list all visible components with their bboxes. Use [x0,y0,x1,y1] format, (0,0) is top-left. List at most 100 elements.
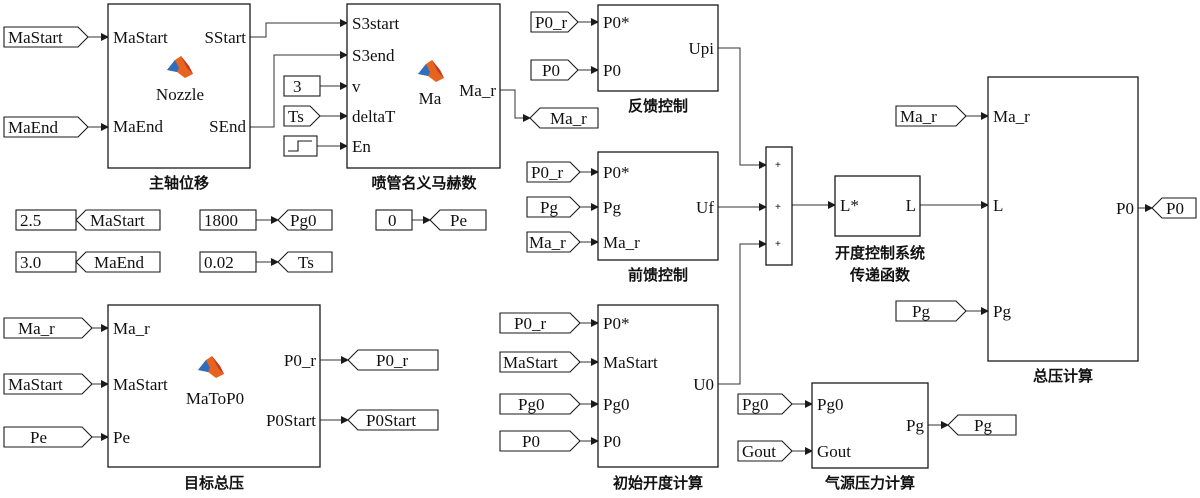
from-tag-ini-in1[interactable]: P0_r [499,312,581,334]
goto-tag-set3[interactable]: Pg0 [277,209,333,231]
sum-block[interactable]: + + + [765,146,793,266]
target-in3-label: Pe [113,428,130,447]
initial-title: 初始开度计算 [613,474,703,492]
from-tag-total-in1[interactable]: Ma_r [895,105,967,127]
svg-text:0: 0 [388,211,397,230]
svg-text:P0: P0 [522,432,540,451]
from-tag-gas-in1[interactable]: Pg0 [737,393,793,415]
goto-tag-target-out2[interactable]: P0Start [347,409,439,431]
goto-tag-gas-out[interactable]: Pg [947,414,1017,436]
from-tag-target-in2[interactable]: MaStart [3,373,93,395]
from-tag-ts[interactable]: Ts [283,105,321,127]
feedback-title: 反馈控制 [628,97,688,115]
mach-in5-label: En [352,137,371,156]
from-tag-ini-in4[interactable]: P0 [499,430,581,452]
goto-tag-set2[interactable]: MaEnd [75,251,161,273]
from-tag-total-in3[interactable]: Pg [895,300,967,322]
from-tag-ff-in2[interactable]: Pg [526,196,581,218]
from-tag-ini-in3[interactable]: Pg0 [499,393,581,415]
svg-text:P0: P0 [542,61,560,80]
total-in2-label: L [993,196,1003,215]
const-maStart[interactable]: 2.5 [15,209,77,231]
goto-tag-total-out[interactable]: P0 [1151,197,1197,219]
ini-in3-label: Pg0 [603,395,629,414]
mach-name: Ma [419,89,442,108]
goto-tag-mach-out[interactable]: Ma_r [529,107,599,129]
svg-text:MaStart: MaStart [8,375,63,394]
const-maEnd[interactable]: 3.0 [15,251,77,273]
svg-text:Pg0: Pg0 [290,211,316,230]
svg-text:Ts: Ts [298,253,314,272]
nozzle-title: 主轴位移 [149,174,209,192]
sum-sign3: + [775,239,781,250]
sum-sign1: + [775,160,781,171]
goto-tag-target-out1[interactable]: P0_r [347,349,439,371]
svg-text:Pg: Pg [974,416,992,435]
svg-text:P0: P0 [1166,199,1184,218]
feedback-block[interactable]: P0* P0 Upi 反馈控制 [597,4,719,115]
from-tag-gas-in2[interactable]: Gout [737,440,793,462]
gas-title: 气源压力计算 [824,474,915,492]
total-in3-label: Pg [993,302,1011,321]
svg-text:Pe: Pe [30,428,47,447]
mach-title: 喷管名义马赫数 [371,174,477,192]
nozzle-name: Nozzle [156,85,204,104]
transfer-title-line1: 开度控制系统 [835,244,925,262]
from-tag-target-in1[interactable]: Ma_r [3,317,93,339]
target-out2-label: P0Start [266,411,316,430]
feedforward-block[interactable]: P0* Pg Ma_r Uf 前馈控制 [597,151,719,284]
ff-in2-label: Pg [603,198,621,217]
nozzle-block[interactable]: MaStart MaEnd SStart SEnd Nozzle 主轴位移 [107,3,251,192]
svg-text:P0Start: P0Start [366,411,416,430]
fb-in2-label: P0 [603,61,621,80]
step-source[interactable] [283,135,318,157]
nozzle-out2-label: SEnd [209,117,246,136]
svg-text:Pg0: Pg0 [742,395,768,414]
goto-tag-set1[interactable]: MaStart [75,209,161,231]
from-tag-fb-in1[interactable]: P0_r [530,11,579,33]
svg-text:P0_r: P0_r [535,13,567,32]
transfer-block[interactable]: L* L 开度控制系统 传递函数 [834,175,925,284]
svg-text:MaStart: MaStart [8,28,63,47]
from-tag-ff-in1[interactable]: P0_r [526,161,581,183]
from-tag-ini-in2[interactable]: MaStart [499,351,581,373]
ini-in4-label: P0 [603,432,621,451]
svg-text:MaStart: MaStart [503,353,558,372]
from-tag-nozzle-in1[interactable]: MaStart [3,26,89,48]
total-in1-label: Ma_r [993,107,1030,126]
const-pg0[interactable]: 1800 [199,209,257,231]
goto-tag-set5[interactable]: Pe [429,209,487,231]
target-block[interactable]: Ma_r MaStart Pe P0_r P0Start MaToP0 目标总压 [107,304,321,492]
initial-block[interactable]: P0* MaStart Pg0 P0 U0 初始开度计算 [597,304,719,492]
svg-text:MaEnd: MaEnd [8,118,59,137]
goto-tag-set4[interactable]: Ts [277,251,333,273]
svg-text:MaStart: MaStart [90,211,145,230]
ini-out1-label: U0 [693,375,714,394]
step-icon [288,140,312,152]
ff-out1-label: Uf [696,198,714,217]
gas-in1-label: Pg0 [817,395,843,414]
const-ts[interactable]: 0.02 [199,251,257,273]
gas-block[interactable]: Pg0 Gout Pg 气源压力计算 [811,382,929,492]
target-in2-label: MaStart [113,375,168,394]
const-pe[interactable]: 0 [375,209,413,231]
from-tag-target-in3[interactable]: Pe [3,426,93,448]
from-tag-nozzle-in2[interactable]: MaEnd [3,116,89,138]
mach-block[interactable]: S3start S3end v deltaT En Ma_r Ma 喷管名义马赫… [346,3,501,192]
total-block[interactable]: Ma_r L Pg P0 总压计算 [987,76,1139,385]
from-tag-ff-in3[interactable]: Ma_r [526,231,581,253]
mach-in2-label: S3end [352,46,395,65]
svg-text:Pg: Pg [912,302,930,321]
const-v[interactable]: 3 [283,75,321,97]
feedforward-title: 前馈控制 [628,266,688,284]
target-title: 目标总压 [184,474,244,492]
mach-in4-label: deltaT [352,107,396,126]
svg-text:MaEnd: MaEnd [94,253,145,272]
mach-out1-label: Ma_r [459,81,496,100]
wires [76,18,1153,455]
svg-text:P0_r: P0_r [514,314,546,333]
from-tag-fb-in2[interactable]: P0 [530,59,579,81]
fb-out1-label: Upi [689,39,715,58]
target-out1-label: P0_r [284,351,316,370]
svg-text:Ma_r: Ma_r [900,107,937,126]
